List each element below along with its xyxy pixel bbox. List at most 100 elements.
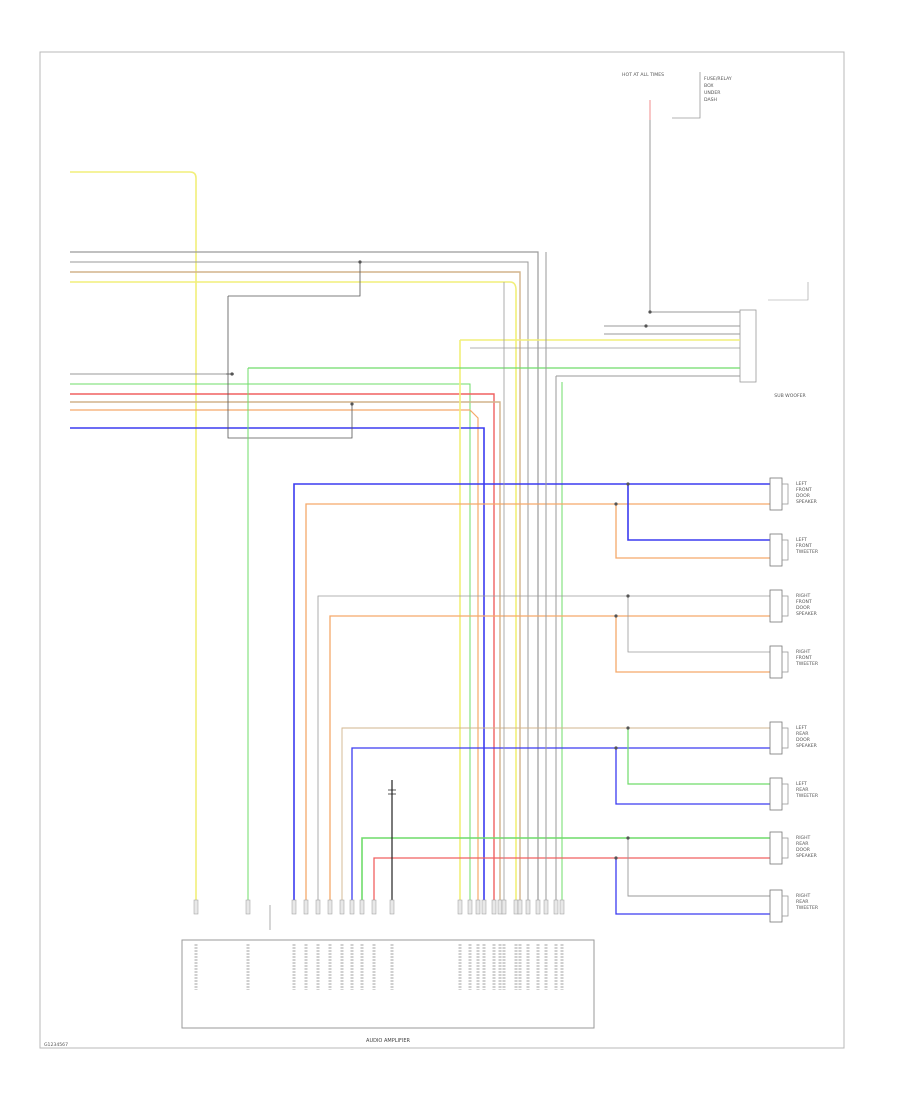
wire-right-front-orange <box>329 615 770 905</box>
splice-dot-8 <box>648 310 652 314</box>
splice-dot-0 <box>626 482 630 486</box>
connector-pin-7 <box>349 899 355 915</box>
fuse-box-line-1: FUSE/RELAY <box>704 76 732 82</box>
connector-pin-10 <box>389 899 395 915</box>
fuse-box-label: HOT AT ALL TIMES <box>622 72 664 78</box>
speaker-group: LEFTFRONTDOORSPEAKERLEFTFRONTTWEETERRIGH… <box>769 477 819 923</box>
wire-right-tweeter-gray <box>627 596 770 653</box>
speaker-box-left-front-door <box>769 477 783 511</box>
wire-lower-green <box>70 383 471 905</box>
connector-pin-11 <box>457 899 463 915</box>
sub-woofer-label: SUB WOOFER <box>774 393 806 399</box>
connector-pin-14 <box>481 899 487 915</box>
connector-pin-12 <box>467 899 473 915</box>
ground-switch <box>388 789 396 795</box>
speaker-box-left-front-tweeter <box>769 533 783 567</box>
fuse-box-outline <box>672 72 701 119</box>
wire-right-rear-green <box>361 837 770 905</box>
wire-lower-blue <box>70 427 485 905</box>
connector-pin-3 <box>303 899 309 915</box>
speaker-label-right-rear-tweeter-1: REAR <box>796 899 809 905</box>
amplifier-label: AUDIO AMPLIFIER <box>366 1038 410 1044</box>
splice-dot-5 <box>614 746 618 750</box>
connector-pin-8 <box>359 899 365 915</box>
speaker-cone-right-front-door <box>781 595 789 617</box>
sub-woofer-box <box>739 309 757 383</box>
connector-pin-19 <box>517 899 523 915</box>
page-code: G1234567 <box>44 1042 68 1048</box>
wire-lower-tan <box>70 401 501 905</box>
fuse-box-line-4: DASH <box>704 97 717 103</box>
splice-dot-7 <box>614 856 618 860</box>
connector-pin-18 <box>513 899 519 915</box>
speaker-label-right-rear-tweeter-2: TWEETER <box>795 905 819 911</box>
wire-left-rear-blue <box>351 747 770 905</box>
wire-lower-orange <box>70 409 479 905</box>
speaker-label-left-rear-tweeter-2: TWEETER <box>795 793 819 799</box>
fuse-box-line-2: BOX <box>704 83 714 89</box>
splice-dot-3 <box>614 614 618 618</box>
connector-pin-22 <box>543 899 549 915</box>
speaker-label-left-rear-door-3: SPEAKER <box>796 743 818 749</box>
wire-left-front-blue <box>293 483 770 905</box>
connector-pin-21 <box>535 899 541 915</box>
sub-woofer-cover <box>768 282 809 301</box>
ground-bus-lower <box>227 296 353 439</box>
speaker-label-right-front-door-1: FRONT <box>796 599 812 605</box>
speaker-label-right-front-tweeter-2: TWEETER <box>795 661 819 667</box>
wire-right-rear-tweeter-gray <box>627 838 770 897</box>
speaker-box-right-front-tweeter <box>769 645 783 679</box>
speaker-label-left-front-tweeter-1: FRONT <box>796 543 812 549</box>
speaker-label-left-rear-door-2: DOOR <box>796 737 811 743</box>
connector-pin-0 <box>193 899 199 915</box>
speaker-label-right-front-door-2: DOOR <box>796 605 811 611</box>
splice-dot-4 <box>626 726 630 730</box>
speaker-cone-left-front-tweeter <box>781 539 789 561</box>
page-frame <box>39 51 845 1049</box>
speaker-label-left-rear-door-0: LEFT <box>796 725 807 731</box>
wire-left-feed-yellow <box>70 171 197 905</box>
speaker-label-right-front-tweeter-1: FRONT <box>796 655 812 661</box>
speaker-label-left-front-door-2: DOOR <box>796 493 811 499</box>
connector-pin-5 <box>327 899 333 915</box>
speaker-cone-right-rear-door <box>781 837 789 859</box>
speaker-cone-left-rear-door <box>781 727 789 749</box>
speaker-label-right-rear-door-2: DOOR <box>796 847 811 853</box>
wire-left-tweeter-orange <box>615 504 770 559</box>
connector-pin-6 <box>339 899 345 915</box>
speaker-label-right-rear-door-0: RIGHT <box>796 835 811 841</box>
connector-pin-2 <box>291 899 297 915</box>
speaker-cone-right-rear-tweeter <box>781 895 789 917</box>
wire-right-rear-red <box>373 857 770 905</box>
speaker-label-left-front-door-1: FRONT <box>796 487 812 493</box>
speaker-label-left-front-tweeter-2: TWEETER <box>795 549 819 555</box>
wire-upper-gray-2 <box>70 261 529 905</box>
speaker-box-right-front-door <box>769 589 783 623</box>
splice-dot-6 <box>626 836 630 840</box>
speaker-label-right-rear-door-3: SPEAKER <box>796 853 818 859</box>
speaker-label-left-rear-door-1: REAR <box>796 731 809 737</box>
pin-group <box>193 260 652 990</box>
splice-dot-10 <box>358 260 362 264</box>
wire-right-rear-tweeter-blue <box>615 858 770 915</box>
wire-upper-yellow <box>70 281 517 905</box>
connector-pin-20 <box>525 899 531 915</box>
speaker-label-left-front-tweeter-0: LEFT <box>796 537 807 543</box>
speaker-cone-right-front-tweeter <box>781 651 789 673</box>
wire-lower-red <box>70 393 495 905</box>
speaker-cone-left-front-door <box>781 483 789 505</box>
wire-right-tweeter-orange <box>615 616 770 673</box>
connector-pin-13 <box>475 899 481 915</box>
speaker-box-left-rear-tweeter <box>769 777 783 811</box>
fuse-box-line-3: UNDER <box>704 90 721 96</box>
connector-pin-16 <box>497 899 503 915</box>
